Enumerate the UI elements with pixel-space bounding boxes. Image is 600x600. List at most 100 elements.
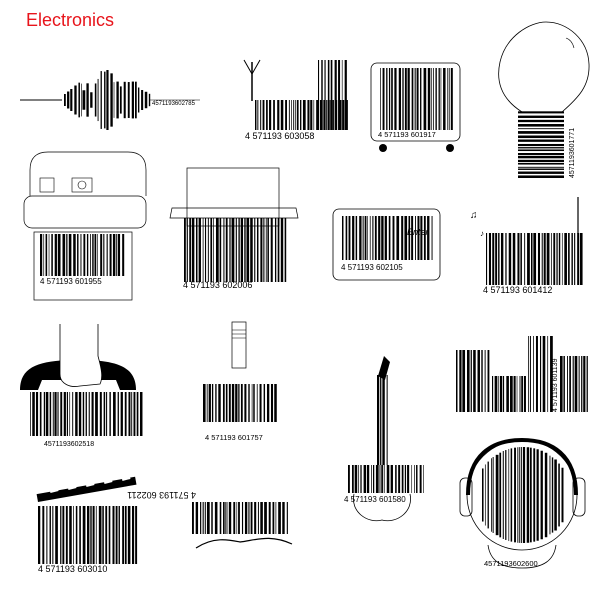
barcode-bar <box>102 506 104 564</box>
barcode-bar <box>411 216 414 260</box>
barcode-bar <box>75 392 78 436</box>
barcode-bar <box>581 356 583 412</box>
barcode-bar <box>118 506 120 564</box>
music-note-icon: ♪ <box>480 229 484 238</box>
barcode-bar <box>62 506 65 564</box>
barcode-bar <box>269 100 272 130</box>
barcode-bar <box>124 392 127 436</box>
barcode-bar <box>100 71 102 129</box>
barcode-bar <box>222 384 225 422</box>
barcode-bars <box>342 216 433 260</box>
barcode-bar <box>133 392 136 436</box>
barcode-bar <box>553 233 556 285</box>
barcode-bar <box>57 234 61 276</box>
barcode-bar <box>569 356 571 412</box>
barcode-bar <box>360 465 362 493</box>
barcode-bar <box>88 392 90 436</box>
barcode-bar <box>543 233 546 285</box>
barcode-bar <box>539 336 542 412</box>
barcode-bar <box>148 93 151 107</box>
barcode-bar <box>191 218 195 282</box>
barcode-bar <box>477 350 480 412</box>
barcode-bar <box>500 233 504 285</box>
barcode-bar <box>527 233 530 285</box>
barcode-bar <box>522 447 526 543</box>
barcode-bar <box>583 356 586 412</box>
barcode-bar <box>116 81 119 119</box>
barcode-bar <box>120 392 123 436</box>
barcode-number: 4571193602785 <box>152 101 196 107</box>
barcode-bar <box>215 218 219 282</box>
barcode-bar <box>371 465 372 493</box>
barcode-number: 4 571193 602211 <box>127 490 196 500</box>
barcode-bar <box>568 233 570 285</box>
barcode-bar <box>401 216 404 260</box>
barcode-bar <box>30 392 31 436</box>
barcode-bar <box>512 233 516 285</box>
barcode-bar <box>518 124 564 127</box>
barcode-bar <box>508 233 512 285</box>
barcode-bar <box>518 128 564 130</box>
barcode-bar <box>536 449 539 541</box>
barcode-bar <box>106 234 108 276</box>
barcode-bar <box>95 506 97 564</box>
barcode-bar <box>255 100 257 130</box>
barcode-bar <box>423 465 424 493</box>
barcode-bar <box>396 216 400 260</box>
barcode-bar <box>219 218 222 282</box>
cassette-barcode: 4 571193 601917 <box>370 62 461 152</box>
barcode-bar <box>563 356 565 412</box>
barcode-bar <box>223 218 225 282</box>
barcode-bar <box>248 502 250 534</box>
barcode-bar <box>510 376 513 412</box>
barcode-bar <box>535 336 538 412</box>
barcode-bar <box>250 502 253 534</box>
barcode-bar <box>97 78 99 122</box>
barcode-bar <box>75 506 78 564</box>
barcode-bar <box>514 447 516 543</box>
barcode-bar <box>411 465 413 493</box>
barcode-bar <box>225 384 228 422</box>
barcode-bar <box>450 68 453 130</box>
barcode-bar <box>386 465 390 493</box>
barcode-bar <box>250 218 253 282</box>
barcode-bar <box>210 218 213 282</box>
barcode-bar <box>73 506 75 564</box>
barcode-bar <box>383 465 385 493</box>
barcode-bar <box>207 218 209 282</box>
barcode-bar <box>251 384 253 422</box>
barcode-bar <box>432 68 434 130</box>
barcode-bar <box>277 100 280 130</box>
barcode-bar <box>420 68 422 130</box>
barcode-bar <box>369 216 371 260</box>
barcode-bar <box>404 465 407 493</box>
barcode-bar <box>124 506 127 564</box>
barcode-number: 4 571193 601757 <box>205 433 263 442</box>
barcode-bar <box>144 91 148 109</box>
barcode-bar <box>195 502 199 534</box>
barcode-bar <box>236 502 238 534</box>
barcode-bar <box>351 465 354 493</box>
barcode-bar <box>401 465 404 493</box>
barcode-bar <box>259 384 262 422</box>
barcode-bar <box>200 502 202 534</box>
barcode-bar <box>254 502 257 534</box>
barcode-bar <box>547 336 549 412</box>
barcode-bar <box>551 457 554 533</box>
barcode-bar <box>109 392 111 436</box>
barcode-bar <box>466 350 470 412</box>
barcode-bar <box>488 233 492 285</box>
barcode-bar <box>48 234 50 276</box>
barcode-bar <box>264 502 267 534</box>
barcode-bar <box>228 384 231 422</box>
barcode-bar <box>408 216 411 260</box>
enter-key-barcode: Enter 4 571193 602105 <box>332 208 441 281</box>
barcode-number: 4 571193 601955 <box>40 277 102 286</box>
barcode-bar <box>280 218 284 282</box>
barcode-bar <box>229 218 231 282</box>
barcode-bar <box>263 384 266 422</box>
barcode-bar <box>90 506 92 564</box>
barcode-bars <box>377 375 388 465</box>
barcode-bar <box>105 506 108 564</box>
barcode-bar <box>431 216 433 260</box>
